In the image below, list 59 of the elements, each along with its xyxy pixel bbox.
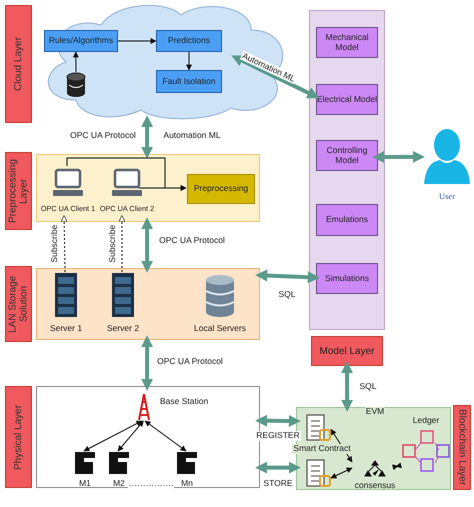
edge-label: OPC UA Protocol — [156, 357, 224, 367]
arrow — [138, 185, 187, 191]
double-arrow — [372, 150, 425, 163]
arrow — [118, 420, 144, 452]
arrow — [60, 215, 68, 272]
text-label: Smart Contract — [292, 444, 352, 454]
process-box: Emulations — [316, 204, 378, 236]
edge-label: REGISTER — [255, 431, 301, 441]
process-box: Mechanical Model — [316, 27, 378, 58]
process-box: Simulations — [316, 263, 378, 294]
edge-label: STORE — [262, 479, 294, 489]
edge-label: OPC UA Protocol — [158, 236, 226, 246]
container-panel — [36, 268, 260, 340]
server-label: Server 1 — [48, 324, 84, 334]
process-box: Predictions — [156, 30, 222, 52]
process-box: Preprocessing — [187, 174, 255, 204]
double-arrow — [255, 270, 320, 284]
double-arrow — [141, 217, 154, 273]
arrow — [72, 51, 79, 72]
edge-label: Subscribe — [108, 224, 118, 264]
layer-label: Preprocessing Layer — [5, 152, 32, 230]
process-box: Fault Isolation — [156, 70, 222, 93]
container-panel — [36, 154, 260, 222]
double-arrow — [255, 462, 301, 474]
double-arrow — [341, 361, 354, 412]
edge-label: SQL — [277, 290, 296, 300]
consensus-label: consensus — [354, 481, 396, 490]
arrow — [144, 420, 186, 452]
double-arrow — [255, 414, 301, 428]
server-label: Server 2 — [106, 324, 140, 334]
text-label: Automation ML — [162, 131, 222, 141]
arrow — [330, 468, 353, 478]
container-panel — [309, 10, 385, 330]
machine-label: Mn — [180, 479, 194, 488]
process-box: Electrical Model — [316, 84, 378, 115]
text-label: EVM — [364, 407, 386, 417]
double-arrow — [141, 115, 154, 159]
machine-label: M1 — [78, 479, 92, 488]
layer-label: Blockchain Layer — [453, 405, 471, 490]
arrow — [186, 52, 192, 71]
edge-label: OPC UA Protocol — [69, 131, 137, 141]
double-arrow — [141, 335, 154, 391]
layer-label: Physical Layer — [5, 386, 32, 488]
ledger-label: Ledger — [412, 416, 440, 426]
layer-label: LAN Storage Solution — [5, 266, 32, 342]
edge-label: Subscribe — [50, 224, 60, 264]
layer-label: Model Layer — [311, 336, 383, 366]
station-label: Base Station — [160, 397, 210, 406]
server-label: Local Servers — [193, 324, 247, 334]
double-arrow — [231, 55, 320, 98]
arrow — [118, 38, 157, 44]
arrow — [118, 215, 126, 272]
user-label: User — [438, 192, 456, 202]
edge-label: SQL — [358, 382, 378, 392]
arrow — [83, 420, 142, 452]
arrow — [392, 462, 402, 470]
process-box: Controlling Model — [316, 140, 378, 171]
layer-label: Cloud Layer — [5, 5, 32, 123]
process-box: Rules/Algorithms — [44, 30, 118, 52]
